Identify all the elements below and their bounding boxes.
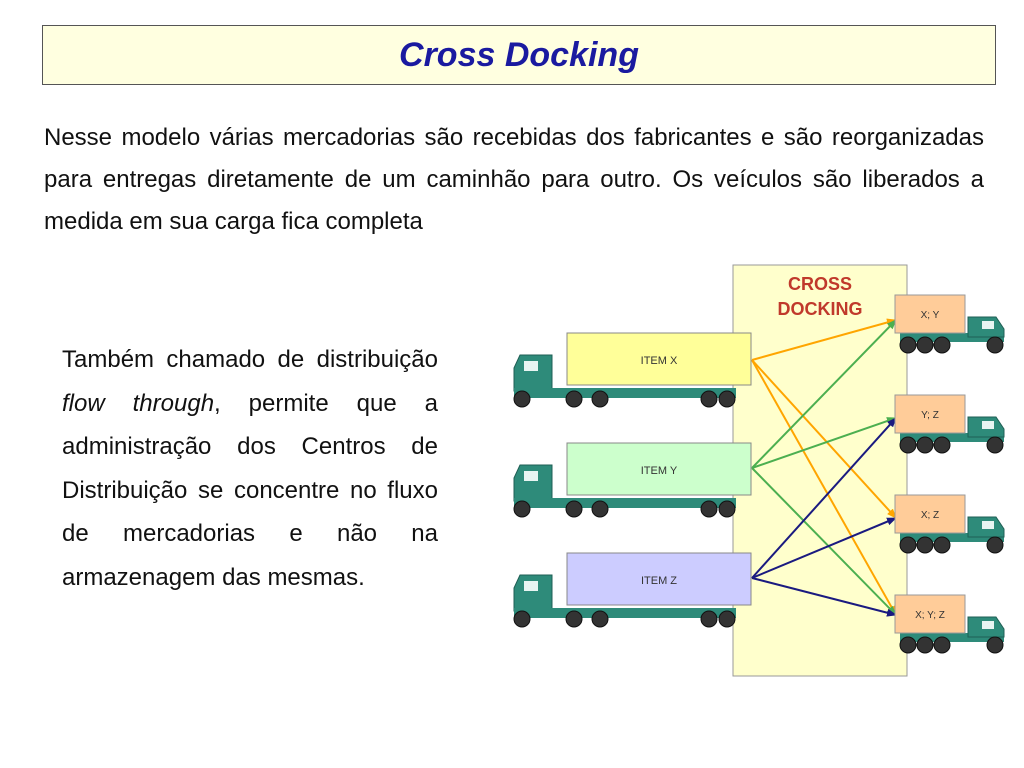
cargo-label: ITEM X <box>641 355 678 367</box>
truck-cab-icon <box>513 354 553 392</box>
cargo-box <box>566 332 752 386</box>
intro-paragraph: Nesse modelo várias mercadorias são rece… <box>44 124 984 235</box>
truck-wheel-icon <box>591 500 609 518</box>
side-text-emphasis: flow through <box>62 389 215 417</box>
truck-cab-icon <box>513 464 553 502</box>
flow-arrow-2-1 <box>751 319 897 469</box>
truck-wheel-icon <box>986 436 1004 454</box>
flow-arrow-1-4 <box>751 359 897 616</box>
truck-wheel-icon <box>513 500 531 518</box>
outbound-truck: X; Y; Z <box>894 594 1005 654</box>
outbound-truck: Y; Z <box>894 394 1005 454</box>
truck-chassis <box>900 333 1004 342</box>
flow-arrow-2-4 <box>751 467 897 616</box>
inbound-trucks: ITEM X ITEM Y ITEM Z <box>513 332 752 628</box>
truck-wheel-icon <box>565 500 583 518</box>
truck-wheel-icon <box>718 500 736 518</box>
cargo-box <box>894 294 966 334</box>
inbound-truck: ITEM Z <box>513 552 752 628</box>
outbound-truck: X; Z <box>894 494 1005 554</box>
cargo-label: Y; Z <box>921 410 939 421</box>
truck-wheel-icon <box>916 636 934 654</box>
side-paragraph: Também chamado de distribuição flow thro… <box>62 338 438 600</box>
truck-wheel-icon <box>916 436 934 454</box>
flow-lines <box>751 318 897 617</box>
cargo-box <box>566 442 752 496</box>
truck-wheel-icon <box>899 636 917 654</box>
truck-chassis <box>514 498 736 508</box>
truck-wheel-icon <box>899 536 917 554</box>
page-title: Cross Docking <box>399 35 639 74</box>
truck-wheel-icon <box>986 536 1004 554</box>
flow-arrow-3-2 <box>751 417 897 579</box>
truck-wheel-icon <box>899 436 917 454</box>
truck-chassis <box>900 533 1004 542</box>
truck-wheel-icon <box>513 610 531 628</box>
truck-wheel-icon <box>718 610 736 628</box>
inbound-truck: ITEM Y <box>513 442 752 518</box>
cargo-label: X; Y; Z <box>915 610 945 621</box>
cargo-box <box>894 594 966 634</box>
truck-wheel-icon <box>899 336 917 354</box>
truck-wheel-icon <box>718 390 736 408</box>
outbound-trucks: X; Y Y; Z X; Z X; Y; Z <box>894 294 1005 654</box>
truck-wheel-icon <box>933 536 951 554</box>
flow-arrow-3-3 <box>751 517 897 579</box>
cargo-label: X; Z <box>921 510 939 521</box>
cross-docking-area <box>732 264 908 677</box>
truck-wheel-icon <box>916 536 934 554</box>
cargo-label: X; Y <box>921 310 940 321</box>
truck-wheel-icon <box>700 610 718 628</box>
title-box: Cross Docking <box>42 25 996 85</box>
truck-chassis <box>514 608 736 618</box>
truck-chassis <box>514 388 736 398</box>
truck-window-icon <box>524 581 538 591</box>
cargo-box <box>894 494 966 534</box>
flow-arrow-1-1 <box>751 318 897 361</box>
truck-wheel-icon <box>565 610 583 628</box>
truck-wheel-icon <box>916 336 934 354</box>
truck-wheel-icon <box>700 500 718 518</box>
truck-wheel-icon <box>933 436 951 454</box>
cargo-label: ITEM Z <box>641 575 677 587</box>
flow-arrow-3-4 <box>751 577 897 617</box>
outbound-truck: X; Y <box>894 294 1005 354</box>
cargo-box <box>894 394 966 434</box>
truck-window-icon <box>982 421 994 429</box>
truck-wheel-icon <box>700 390 718 408</box>
side-text-after: , permite que a administração dos Centro… <box>62 389 439 591</box>
truck-wheel-icon <box>986 336 1004 354</box>
truck-wheel-icon <box>986 636 1004 654</box>
truck-wheel-icon <box>591 390 609 408</box>
truck-wheel-icon <box>933 336 951 354</box>
side-text-before: Também chamado de distribuição <box>62 346 438 373</box>
dock-label-line2: DOCKING <box>778 299 863 319</box>
inbound-truck: ITEM X <box>513 332 752 408</box>
truck-cab-icon <box>513 574 553 612</box>
truck-wheel-icon <box>513 390 531 408</box>
truck-window-icon <box>982 621 994 629</box>
truck-wheel-icon <box>591 610 609 628</box>
truck-wheel-icon <box>933 636 951 654</box>
truck-window-icon <box>982 321 994 329</box>
cargo-box <box>566 552 752 606</box>
truck-window-icon <box>524 471 538 481</box>
truck-window-icon <box>524 361 538 371</box>
flow-arrow-1-3 <box>751 359 897 519</box>
cargo-label: ITEM Y <box>641 465 678 477</box>
truck-chassis <box>900 433 1004 442</box>
truck-chassis <box>900 633 1004 642</box>
truck-window-icon <box>982 521 994 529</box>
truck-wheel-icon <box>565 390 583 408</box>
dock-label-line1: CROSS <box>788 274 852 294</box>
flow-arrow-2-2 <box>751 417 897 469</box>
